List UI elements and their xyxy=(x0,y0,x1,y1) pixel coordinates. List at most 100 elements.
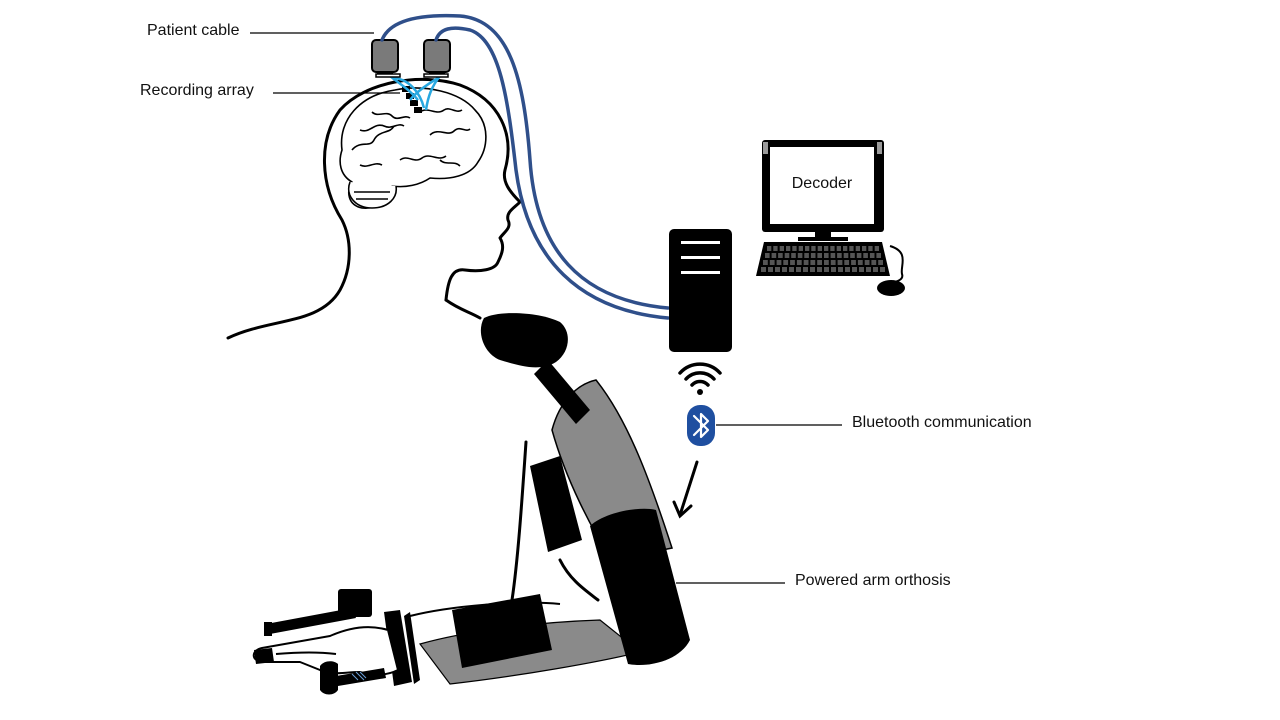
keyboard-key xyxy=(810,267,815,272)
keyboard-key xyxy=(817,253,822,258)
keyboard-key xyxy=(878,260,883,265)
keyboard-key xyxy=(796,267,801,272)
decoder-label: Decoder xyxy=(791,175,853,192)
keyboard-key xyxy=(789,267,794,272)
keyboard-key xyxy=(850,253,855,258)
torso-outline xyxy=(444,298,600,602)
keyboard-key xyxy=(765,253,770,258)
keyboard-key xyxy=(769,260,775,265)
keyboard-key xyxy=(874,246,879,251)
keyboard-key xyxy=(803,260,809,265)
keyboard-icon xyxy=(756,242,890,276)
upper-arm-cuff-back xyxy=(530,456,582,552)
monitor-icon xyxy=(762,140,884,241)
keyboard-key xyxy=(803,267,808,272)
keyboard-key xyxy=(852,267,857,272)
keyboard-key xyxy=(873,267,878,272)
keyboard-key xyxy=(857,260,863,265)
keyboard-key xyxy=(856,253,862,258)
keyboard-key xyxy=(783,260,789,265)
bluetooth-label: Bluetooth communication xyxy=(852,414,1032,431)
keyboard-key xyxy=(843,246,848,251)
forearm-cuff xyxy=(452,594,552,668)
keyboard-key xyxy=(817,260,822,265)
keyboard-key xyxy=(811,246,816,251)
keyboard-key xyxy=(843,253,849,258)
hand-grip xyxy=(254,589,386,695)
keyboard-key xyxy=(864,260,870,265)
keyboard-key xyxy=(810,253,816,258)
keyboard-key xyxy=(782,267,787,272)
keyboard-key xyxy=(844,260,850,265)
right-connector xyxy=(423,39,451,78)
keyboard-key xyxy=(824,260,829,265)
keyboard-key xyxy=(862,246,867,251)
keyboard-key xyxy=(784,253,790,258)
keyboard-key xyxy=(859,267,864,272)
keyboard-key xyxy=(810,260,816,265)
keyboard-key xyxy=(797,253,803,258)
keyboard-key xyxy=(851,260,856,265)
transmission-arrow xyxy=(672,460,699,519)
keyboard-key xyxy=(880,267,885,272)
keyboard-key xyxy=(776,260,782,265)
keyboard-key xyxy=(830,260,836,265)
keyboard-key xyxy=(792,246,797,251)
keyboard-key xyxy=(863,253,868,258)
left-connector xyxy=(371,39,401,78)
keyboard-key xyxy=(824,267,829,272)
keyboard-key xyxy=(773,246,778,251)
keyboard-key xyxy=(845,267,850,272)
recording-array-label: Recording array xyxy=(140,82,254,99)
brain-icon xyxy=(339,87,487,210)
patient-cable-label: Patient cable xyxy=(147,22,240,39)
orthosis-label: Powered arm orthosis xyxy=(795,572,951,589)
keyboard-key xyxy=(836,246,841,251)
patient-cable xyxy=(380,13,670,320)
keyboard-key xyxy=(817,267,822,272)
array-wires xyxy=(389,75,441,111)
keyboard-key xyxy=(824,253,829,258)
keyboard-key xyxy=(767,246,772,251)
computer-tower-icon xyxy=(669,229,732,352)
keyboard-key xyxy=(763,260,768,265)
keyboard-key xyxy=(778,253,783,258)
keyboard-key xyxy=(869,253,875,258)
keyboard-key xyxy=(805,246,810,251)
keyboard-key xyxy=(817,246,822,251)
keyboard-key xyxy=(830,246,835,251)
keyboard-key xyxy=(837,253,842,258)
wireless-signal-icon xyxy=(678,362,722,395)
mouse-icon xyxy=(877,245,905,296)
keyboard-key xyxy=(768,267,773,272)
keyboard-key xyxy=(876,253,881,258)
keyboard-key xyxy=(855,246,860,251)
keyboard-key xyxy=(786,246,791,251)
keyboard-key xyxy=(761,267,766,272)
keyboard-key xyxy=(871,260,877,265)
keyboard-key xyxy=(831,267,836,272)
keyboard-key xyxy=(837,260,843,265)
keyboard-key xyxy=(775,267,780,272)
head-outline xyxy=(226,77,522,340)
keyboard-key xyxy=(830,253,836,258)
keyboard-key xyxy=(824,246,829,251)
orthosis-elbow-segment xyxy=(590,508,690,665)
bluetooth-icon xyxy=(687,405,715,446)
wrist-brace xyxy=(384,610,420,686)
keyboard-key xyxy=(779,246,784,251)
keyboard-key xyxy=(771,253,777,258)
leader-lines xyxy=(250,32,842,584)
keyboard-key xyxy=(796,260,802,265)
keyboard-key xyxy=(868,246,873,251)
shoulder-support xyxy=(480,313,590,424)
keyboard-key xyxy=(790,260,795,265)
keyboard-key xyxy=(866,267,871,272)
keyboard-key xyxy=(838,267,843,272)
keyboard-key xyxy=(791,253,796,258)
keyboard-key xyxy=(849,246,854,251)
keyboard-key xyxy=(798,246,803,251)
wrist-detail xyxy=(351,671,367,681)
keyboard-key xyxy=(804,253,809,258)
